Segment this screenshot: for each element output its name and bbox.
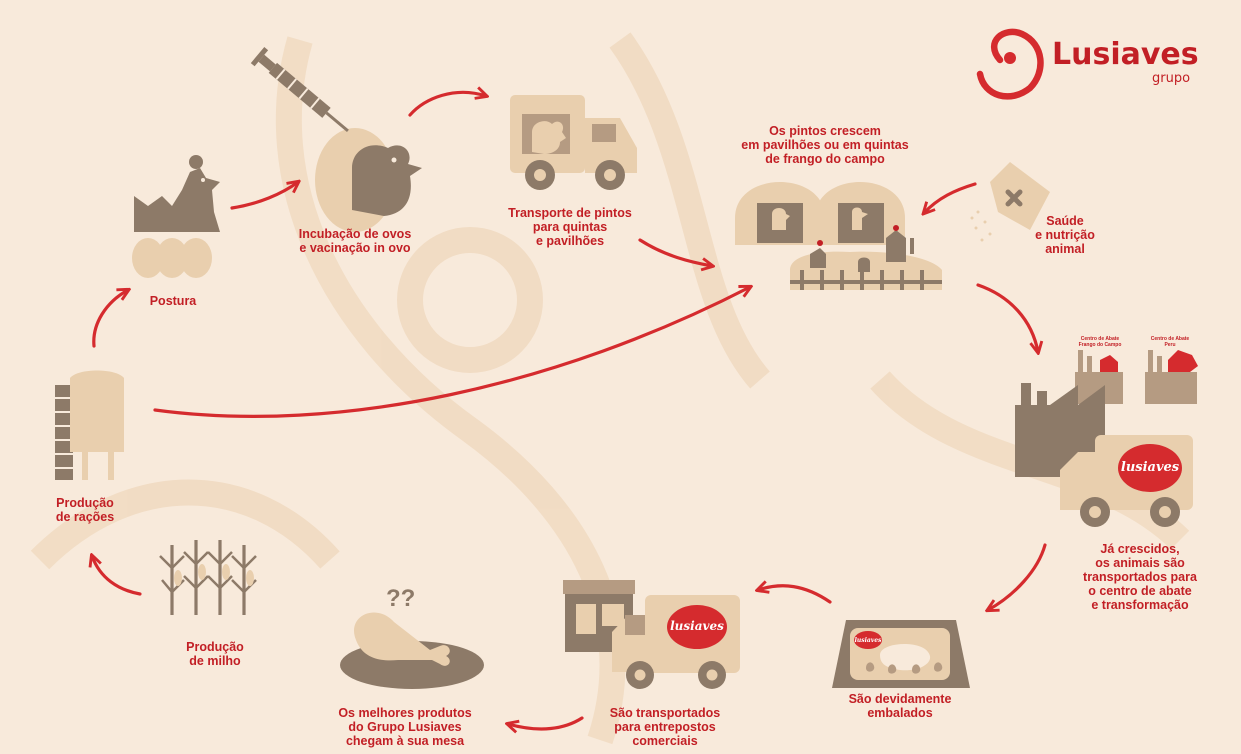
- corn-field-icon: [159, 540, 257, 615]
- arrow-abate-to-embalados: [988, 543, 1047, 610]
- packaged-meat-tray-icon: lusiaves: [832, 620, 970, 688]
- hen-on-eggs-icon: [132, 155, 220, 278]
- refrigerated-truck-icon: lusiaves: [1060, 435, 1193, 527]
- logo-subtitle: grupo: [1152, 71, 1191, 86]
- arrow-transporte-to-pavilhoes: [638, 238, 712, 266]
- svg-text:.: .: [0, 0, 1, 1]
- brand-mark-tray: lusiaves: [855, 637, 882, 644]
- lusiaves-logo-symbol: [976, 28, 1044, 100]
- arrow-saude-to-pavilhoes: [924, 182, 977, 213]
- arrow-entrepostos-to-mesa: [508, 716, 584, 729]
- brand-mark-truck: lusiaves: [1121, 460, 1180, 475]
- step-label-postura: Postura: [149, 294, 197, 308]
- svg-text:??: ??: [386, 585, 415, 612]
- arrow-milho-to-racoes: [92, 556, 142, 596]
- arrow-racoes-to-postura: [92, 290, 128, 348]
- chicken-drumstick-plate-icon: ??: [340, 585, 484, 689]
- arrow-pavilhoes-to-abate: [976, 283, 1038, 352]
- distribution-truck-icon: lusiaves: [563, 580, 740, 689]
- arrow-incubacao-to-transporte: [408, 92, 486, 117]
- feed-sack-icon: [970, 162, 1050, 242]
- logo-wordmark: Lusiaves: [1052, 37, 1199, 72]
- arrow-postura-to-incubacao: [230, 182, 298, 210]
- cycle-arrows: [92, 92, 1047, 729]
- feed-mill-silo-icon: [55, 370, 124, 480]
- arrow-embalados-to-entrepostos: [758, 586, 832, 604]
- egg-vaccination-icon: [250, 46, 422, 232]
- brand-mark-distribution: lusiaves: [670, 619, 724, 633]
- poultry-houses-icon: [735, 182, 942, 290]
- arrow-racoes-to-pavilhoes: [153, 287, 750, 418]
- chick-transport-truck-icon: [510, 95, 637, 190]
